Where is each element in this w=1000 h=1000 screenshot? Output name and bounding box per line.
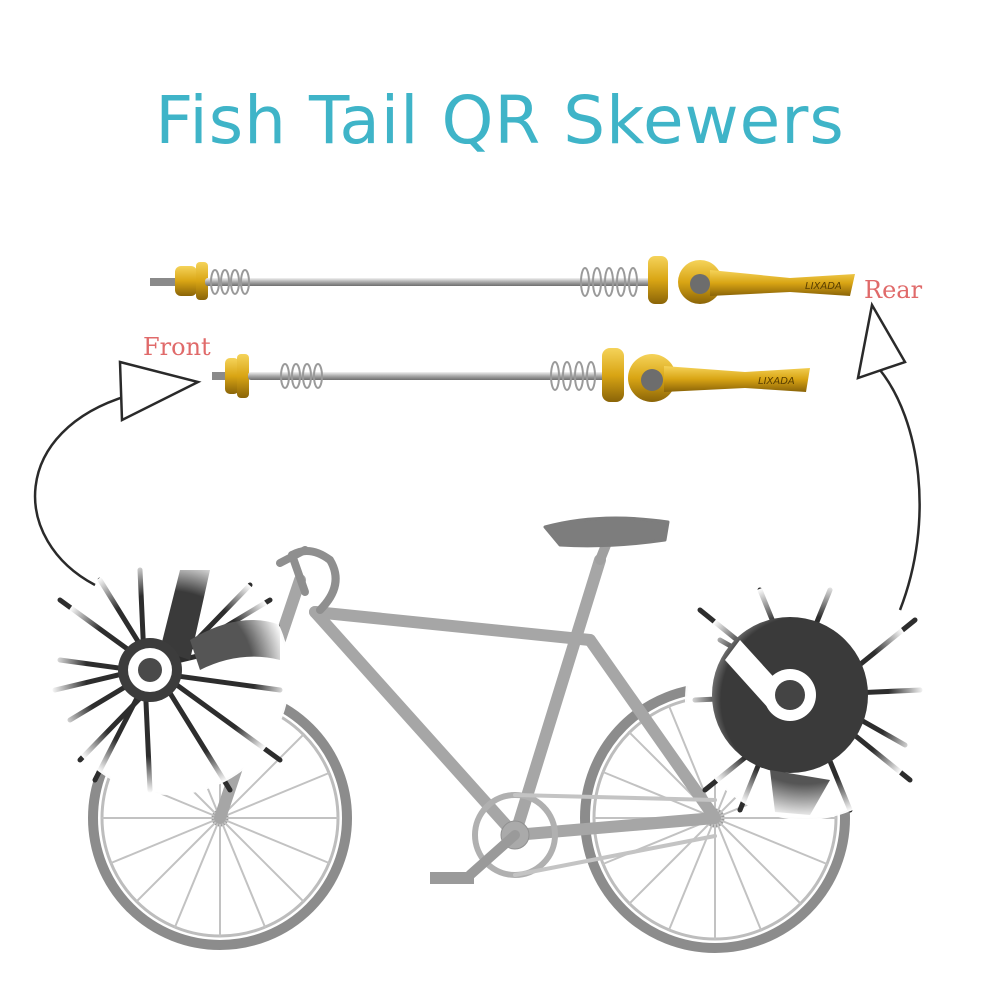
handlebar	[276, 546, 340, 614]
skewer-rod	[248, 372, 610, 380]
spring	[280, 361, 596, 391]
rear-skewer: LIXADA	[150, 256, 855, 304]
brand-text: LIXADA	[758, 376, 795, 387]
brand-text: LIXADA	[805, 281, 842, 292]
front-hub-inset	[50, 555, 290, 795]
frame	[214, 554, 721, 841]
page-title: Fish Tail QR Skewers	[155, 82, 845, 159]
front-label: Front	[143, 333, 211, 361]
spring	[210, 267, 638, 297]
front-skewer: LIXADA	[212, 348, 810, 402]
thread-end	[150, 278, 180, 286]
front-arrow	[33, 360, 202, 587]
fish-tail-lever	[664, 366, 810, 392]
rear-hub-inset	[685, 580, 925, 820]
fish-tail-lever	[710, 270, 855, 296]
cam-cup	[602, 348, 624, 402]
skewer-rod	[205, 278, 665, 286]
saddle	[543, 516, 670, 548]
rear-label: Rear	[864, 276, 923, 304]
end-nut	[175, 266, 197, 296]
cam-cup	[648, 256, 668, 304]
end-nut	[225, 358, 239, 394]
rear-arrow	[856, 301, 921, 611]
